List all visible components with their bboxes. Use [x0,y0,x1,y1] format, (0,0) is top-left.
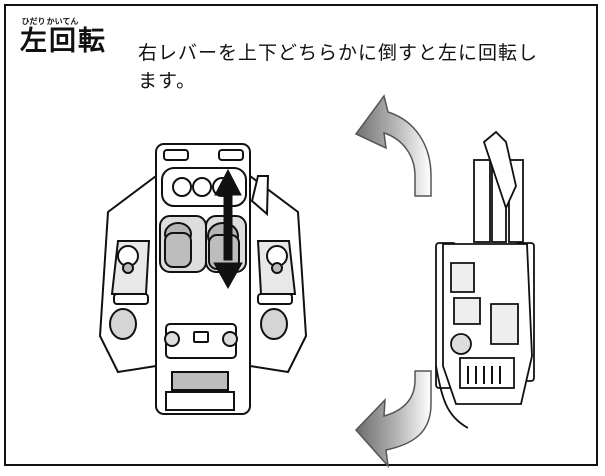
title-char-left: ひだり 左 [20,18,47,57]
lever-direction-arrow [213,168,243,290]
excavator-top-view [435,130,535,429]
title-char-rotate-1: かいてん 回 [47,18,79,57]
title-kanji-rotate-1: 回 [49,26,76,57]
title-ruby-rotate: かいてん [46,17,79,26]
title-kanji-rotate-2: 転 [78,26,105,57]
rotation-arrows [354,94,432,469]
instruction-line-1: 右レバーを上下どちらかに倒すと左に回転し [138,42,539,64]
title-char-rotate-2: 転 [78,28,105,55]
controller-illustration [98,143,308,415]
instruction-line-2: ます。 [138,70,197,92]
instruction-panel: ひだり 左 かいてん 回 転 右レバーを上下どちらかに倒すと左に回転し ます。 [4,4,598,469]
instruction-text: 右レバーを上下どちらかに倒すと左に回転し ます。 [138,39,593,95]
title-ruby-left: ひだり [21,17,46,26]
title-kanji-left: 左 [20,26,47,57]
section-title: ひだり 左 かいてん 回 転 [20,18,105,57]
